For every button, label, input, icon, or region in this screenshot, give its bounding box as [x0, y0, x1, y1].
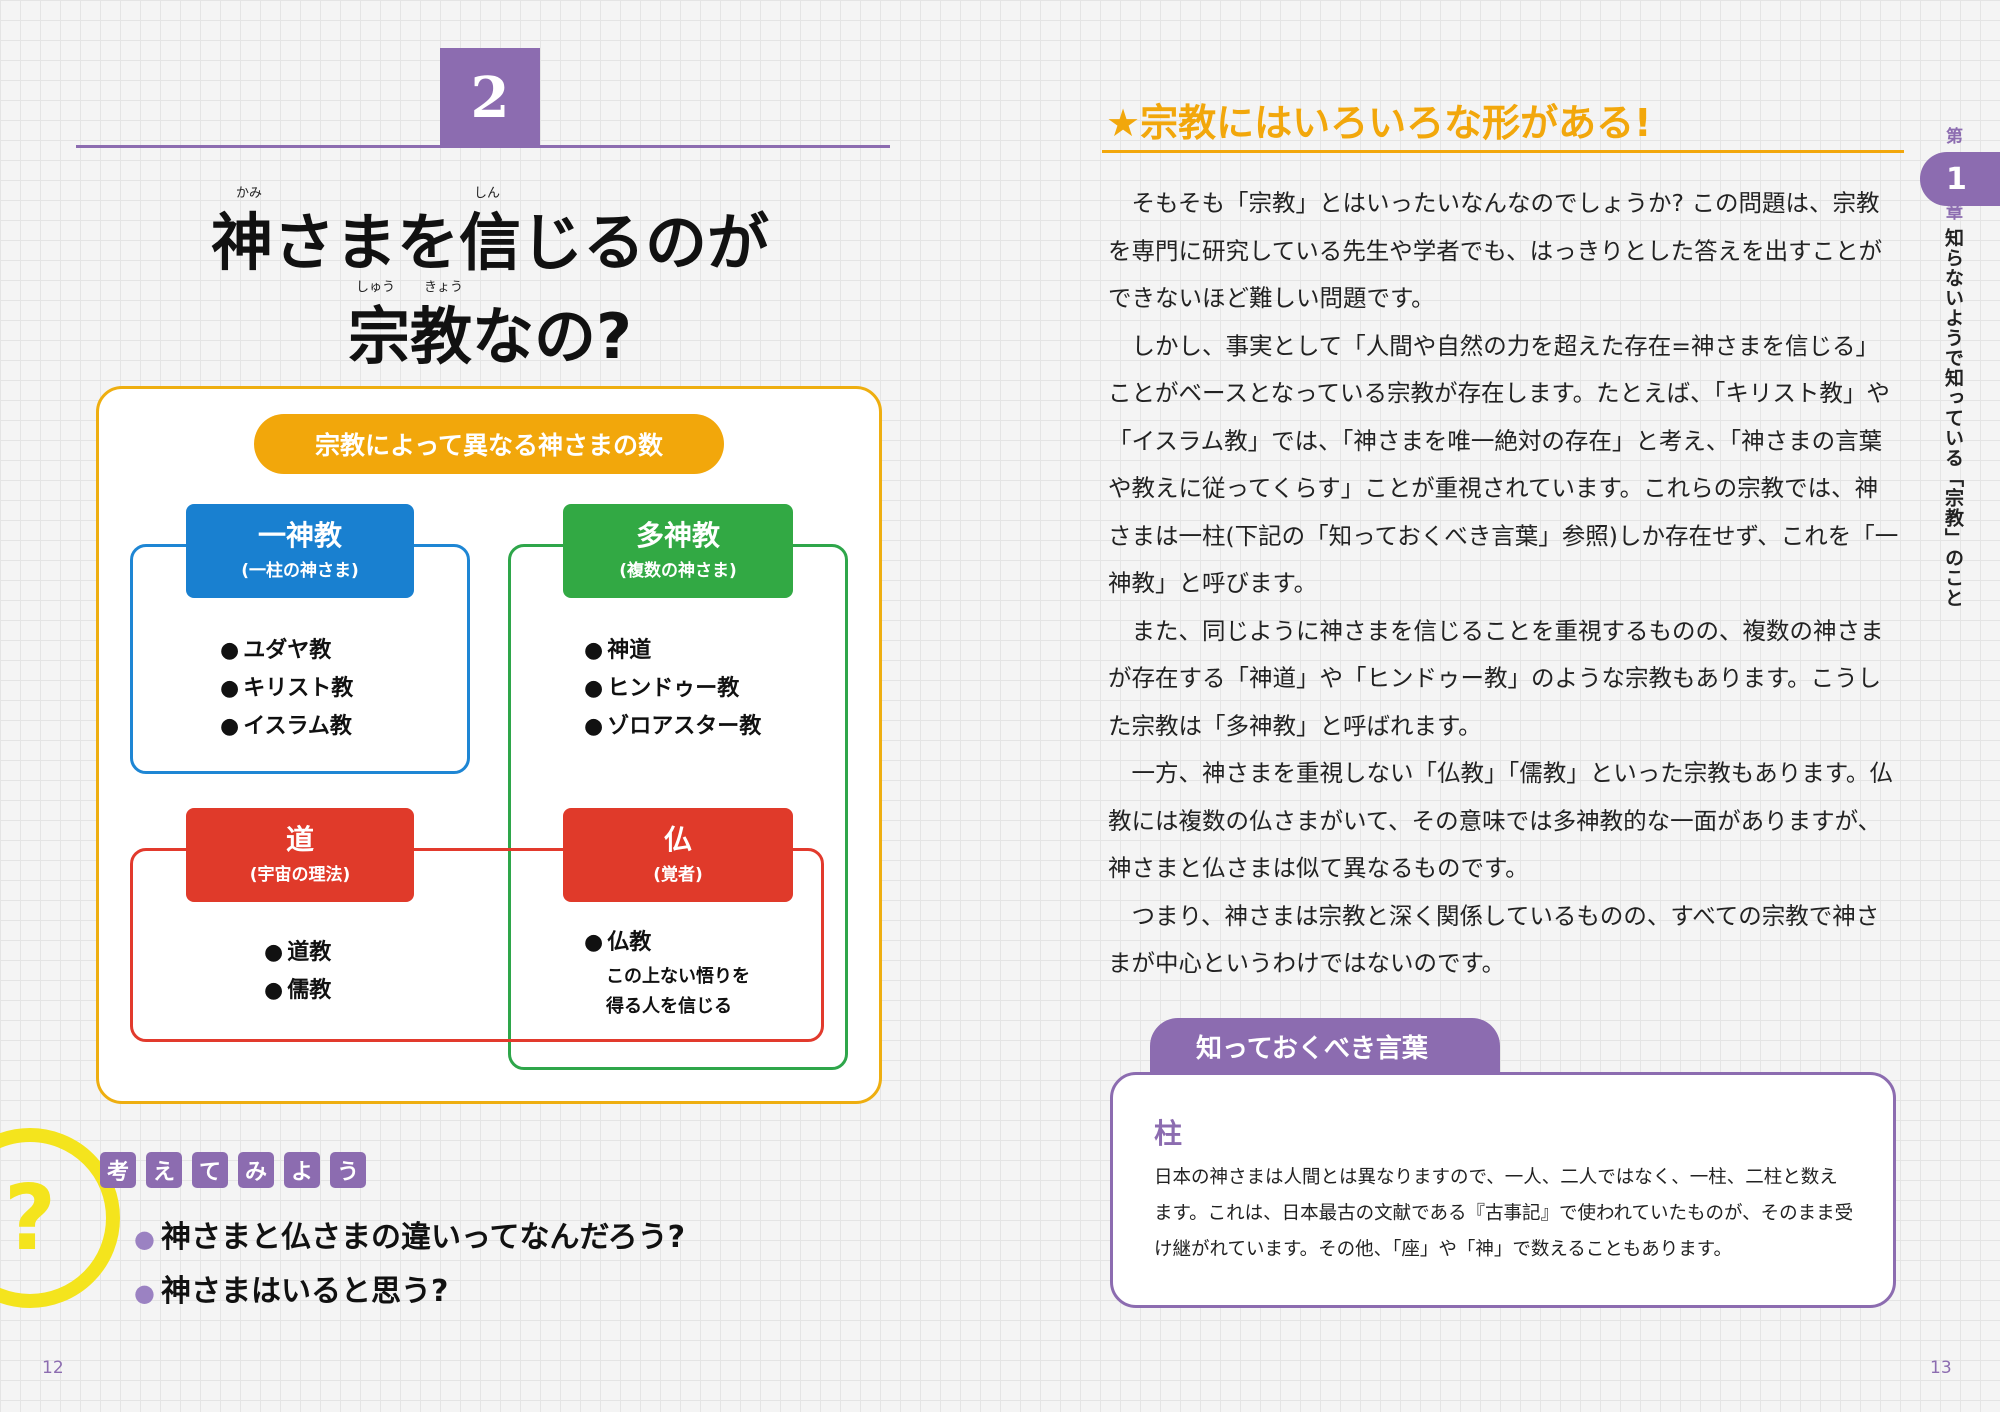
list-item: 神道: [584, 632, 761, 670]
monotheism-label: 一神教 (一柱の神さま): [186, 504, 414, 598]
chapter-title: 知らないようで知っている「宗教」のこと: [1942, 228, 1964, 608]
term-word: 柱: [1154, 1117, 1183, 1150]
heading-divider: [1102, 150, 1904, 153]
dao-list: 道教 儒教: [264, 934, 331, 1010]
page-title-line1: 神さまを信じるのが: [210, 206, 769, 279]
polytheism-label: 多神教 (複数の神さま): [563, 504, 793, 598]
title-ruby-shuu: しゅう: [356, 280, 396, 295]
body-text: そもそも「宗教」とはいったいなんなのでしょうか? この問題は、宗教を専門に研究し…: [1108, 180, 1900, 988]
list-item: 道教: [264, 934, 331, 972]
question-1: 神さまと仏さまの違いってなんだろう?: [134, 1212, 685, 1256]
section-number-badge: 2: [440, 48, 540, 148]
paragraph: 一方、神さまを重視しない「仏教」「儒教」といった宗教もあります。仏教には複数の仏…: [1108, 759, 1893, 882]
section-heading: ★宗教にはいろいろな形がある!: [1106, 101, 1652, 145]
term-box: [1110, 1072, 1896, 1308]
think-char: て: [192, 1152, 228, 1188]
list-item: キリスト教: [220, 670, 353, 708]
buddha-note: この上ない悟りを 得る人を信じる: [606, 962, 750, 1022]
buddha-note-line1: この上ない悟りを: [606, 966, 750, 987]
page-title-line2: 宗教なの?: [348, 300, 632, 373]
chapter-shou: 章: [1946, 203, 1963, 223]
term-section-tab: 知っておくべき言葉: [1150, 1018, 1500, 1074]
list-item: 仏教: [584, 924, 651, 962]
list-item: ヒンドゥー教: [584, 670, 761, 708]
monotheism-sublabel: (一柱の神さま): [241, 560, 359, 581]
list-item: ゾロアスター教: [584, 708, 761, 746]
question-2: 神さまはいると思う?: [134, 1266, 448, 1310]
diagram-heading: 宗教によって異なる神さまの数: [254, 414, 724, 474]
dao-sublabel: (宇宙の理法): [249, 864, 351, 885]
list-item: ユダヤ教: [220, 632, 353, 670]
title-ruby-kyou: きょう: [424, 280, 464, 295]
buddha-sublabel: (覚者): [653, 864, 703, 885]
dao-label-text: 道: [285, 823, 314, 857]
think-char: み: [238, 1152, 274, 1188]
monotheism-label-text: 一神教: [257, 519, 342, 553]
title-ruby-shin: しん: [474, 186, 501, 201]
dao-buddha-frame: [130, 848, 824, 1042]
buddha-list: 仏教: [584, 924, 651, 962]
paragraph: しかし、事実として「人間や自然の力を超えた存在=神さまを信じる」ことがベースとな…: [1108, 331, 1899, 598]
chapter-number-tab: 1: [1920, 152, 2000, 206]
paragraph: つまり、神さまは宗教と深く関係しているものの、すべての宗教で神さまが中心というわ…: [1108, 901, 1880, 978]
list-item: 儒教: [264, 972, 331, 1010]
think-label: 考 え て み よ う: [100, 1152, 366, 1188]
think-char: よ: [284, 1152, 320, 1188]
chapter-dai: 第: [1946, 127, 1963, 147]
think-char: え: [146, 1152, 182, 1188]
dao-label: 道 (宇宙の理法): [186, 808, 414, 902]
polytheism-label-text: 多神教: [635, 519, 720, 553]
buddha-note-line2: 得る人を信じる: [606, 996, 732, 1017]
polytheism-list: 神道 ヒンドゥー教 ゾロアスター教: [584, 632, 761, 746]
page-number-right: 13: [1930, 1358, 1952, 1378]
paragraph: また、同じように神さまを信じることを重視するものの、複数の神さまが存在する「神道…: [1108, 616, 1884, 740]
list-item: イスラム教: [220, 708, 353, 746]
buddha-label: 仏 (覚者): [563, 808, 793, 902]
title-ruby-kami: かみ: [236, 186, 263, 201]
polytheism-sublabel: (複数の神さま): [619, 560, 737, 581]
monotheism-list: ユダヤ教 キリスト教 イスラム教: [220, 632, 353, 746]
term-definition: 日本の神さまは人間とは異なりますので、一人、二人ではなく、一柱、二柱と数えます。…: [1154, 1167, 1854, 1260]
buddha-label-text: 仏: [663, 823, 692, 857]
think-char: う: [330, 1152, 366, 1188]
title-divider: [76, 145, 890, 148]
page-number-left: 12: [42, 1358, 64, 1378]
paragraph: そもそも「宗教」とはいったいなんなのでしょうか? この問題は、宗教を専門に研究し…: [1108, 189, 1883, 312]
think-char: 考: [100, 1152, 136, 1188]
